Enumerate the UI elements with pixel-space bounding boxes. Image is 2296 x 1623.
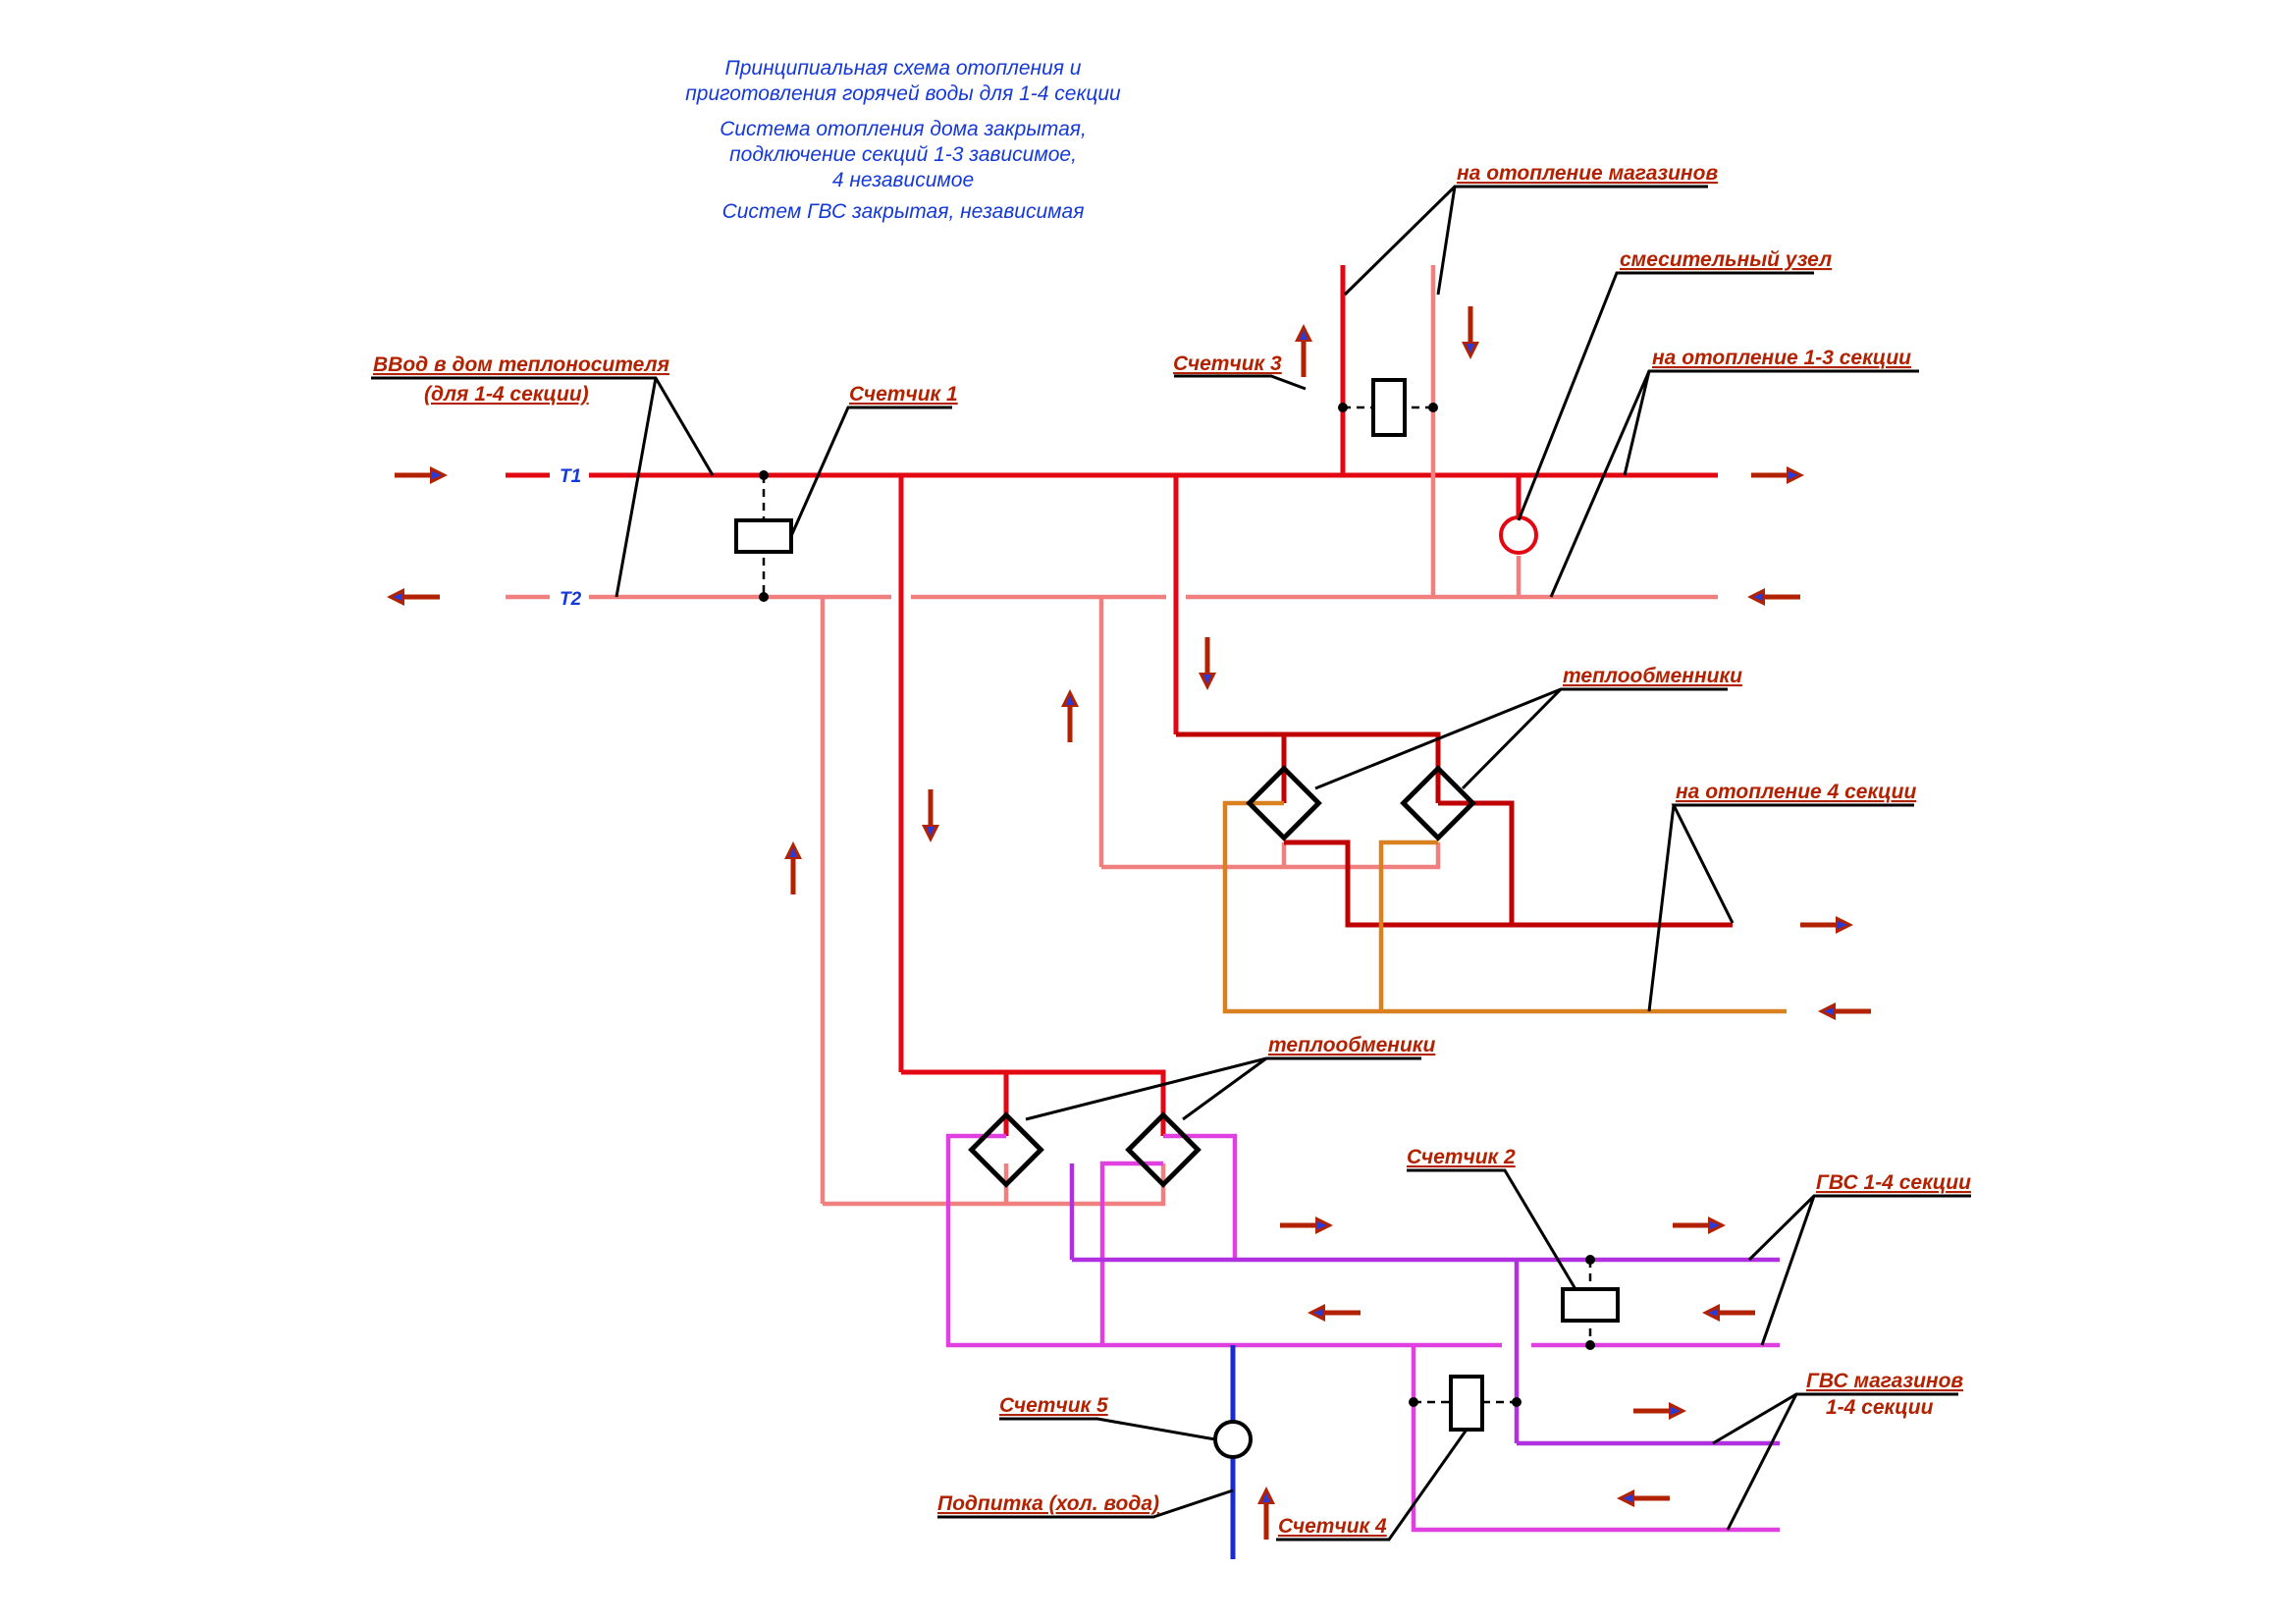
return-pipe-label: T2 — [560, 589, 582, 610]
flow-arrow-icon — [1280, 1217, 1333, 1234]
flow-arrow-icon — [1617, 1489, 1670, 1507]
heat-exchanger-icon — [1246, 765, 1322, 841]
labels: ВВод в дом теплоносителя (для 1-4 секции… — [373, 162, 1971, 1538]
meter-icon — [1409, 1375, 1522, 1432]
flow-arrow-icon — [1747, 588, 1800, 606]
flow-arrow-icon — [922, 789, 939, 842]
flow-arrow-icon — [1818, 1002, 1871, 1020]
inlet-label-line-2: (для 1-4 секции) — [424, 383, 589, 406]
meter-icon — [1338, 378, 1438, 437]
flow-arrow-icon — [1295, 324, 1312, 377]
flow-arrow-icon — [1633, 1402, 1686, 1420]
supply-pipe-t1 — [506, 265, 1718, 1072]
mixing-unit-icon — [1499, 515, 1538, 555]
heat-exchanger-icon — [1125, 1111, 1201, 1188]
flow-arrow-icon — [1751, 466, 1804, 484]
meter-4-label: Счетчик 4 — [1278, 1515, 1387, 1538]
mixing-unit-label: смесительный узел — [1620, 248, 1832, 271]
meter-2-label: Счетчик 2 — [1407, 1146, 1516, 1168]
heating-4-circuit — [1101, 731, 1787, 1014]
dhw-shops-label-line-1: ГВС магазинов — [1806, 1370, 1963, 1392]
meter-icon — [734, 470, 793, 602]
return-pipe-t2 — [506, 265, 1718, 1204]
flow-arrow-icon — [1199, 637, 1216, 690]
title-line-1: Принципиальная схема отопления и — [725, 57, 1082, 80]
meter-3-label: Счетчик 3 — [1173, 352, 1282, 375]
flow-arrow-icon — [1308, 1304, 1361, 1322]
meter-5-label: Счетчик 5 — [999, 1394, 1108, 1417]
flow-arrow-icon — [395, 466, 448, 484]
leader-lines — [371, 185, 1971, 1542]
heat-exchangers-bottom-label: теплообменики — [1268, 1034, 1435, 1056]
title-line-2: приготовления горячей воды для 1-4 секци… — [685, 82, 1121, 105]
shops-heating-label: на отопление магазинов — [1457, 162, 1718, 185]
heat-exchanger-icon — [968, 1111, 1044, 1188]
flow-arrow-icon — [387, 588, 440, 606]
heat-exchangers-top-label: теплообменники — [1563, 665, 1742, 687]
flow-arrow-icon — [1462, 306, 1479, 359]
flow-arrow-icon — [1257, 1487, 1275, 1540]
title-line-3: Система отопления дома закрытая, — [720, 118, 1087, 140]
title-line-6: Систем ГВС закрытая, независимая — [722, 200, 1085, 223]
flow-arrow-icon — [1702, 1304, 1755, 1322]
makeup-label: Подпитка (хол. вода) — [937, 1492, 1159, 1515]
flow-arrows — [387, 306, 1871, 1540]
title-line-5: 4 независимое — [832, 169, 974, 191]
flow-arrow-icon — [784, 841, 802, 894]
scheme-title: Принципиальная схема отопления и пригото… — [685, 57, 1121, 223]
water-meter-icon — [1213, 1420, 1253, 1459]
title-line-4: подключение секций 1-3 зависимое, — [729, 143, 1077, 166]
dhw-secondary-circuit — [945, 1133, 1780, 1533]
meter-1-label: Счетчик 1 — [849, 383, 958, 406]
flow-arrow-icon — [1061, 689, 1079, 742]
meter-icon — [1561, 1255, 1620, 1350]
heat-exchanger-icon — [1400, 765, 1476, 841]
inlet-label-line-1: ВВод в дом теплоносителя — [373, 353, 669, 376]
flow-arrow-icon — [1800, 916, 1853, 934]
heating-4-label: на отопление 4 секции — [1676, 781, 1916, 803]
dhw-1-4-label: ГВС 1-4 секции — [1816, 1171, 1971, 1194]
heating-1-3-label: на отопление 1-3 секции — [1652, 347, 1911, 369]
supply-pipe-label: T1 — [560, 466, 581, 487]
dhw-shops-label-line-2: 1-4 секции — [1826, 1396, 1934, 1419]
flow-arrow-icon — [1673, 1217, 1726, 1234]
